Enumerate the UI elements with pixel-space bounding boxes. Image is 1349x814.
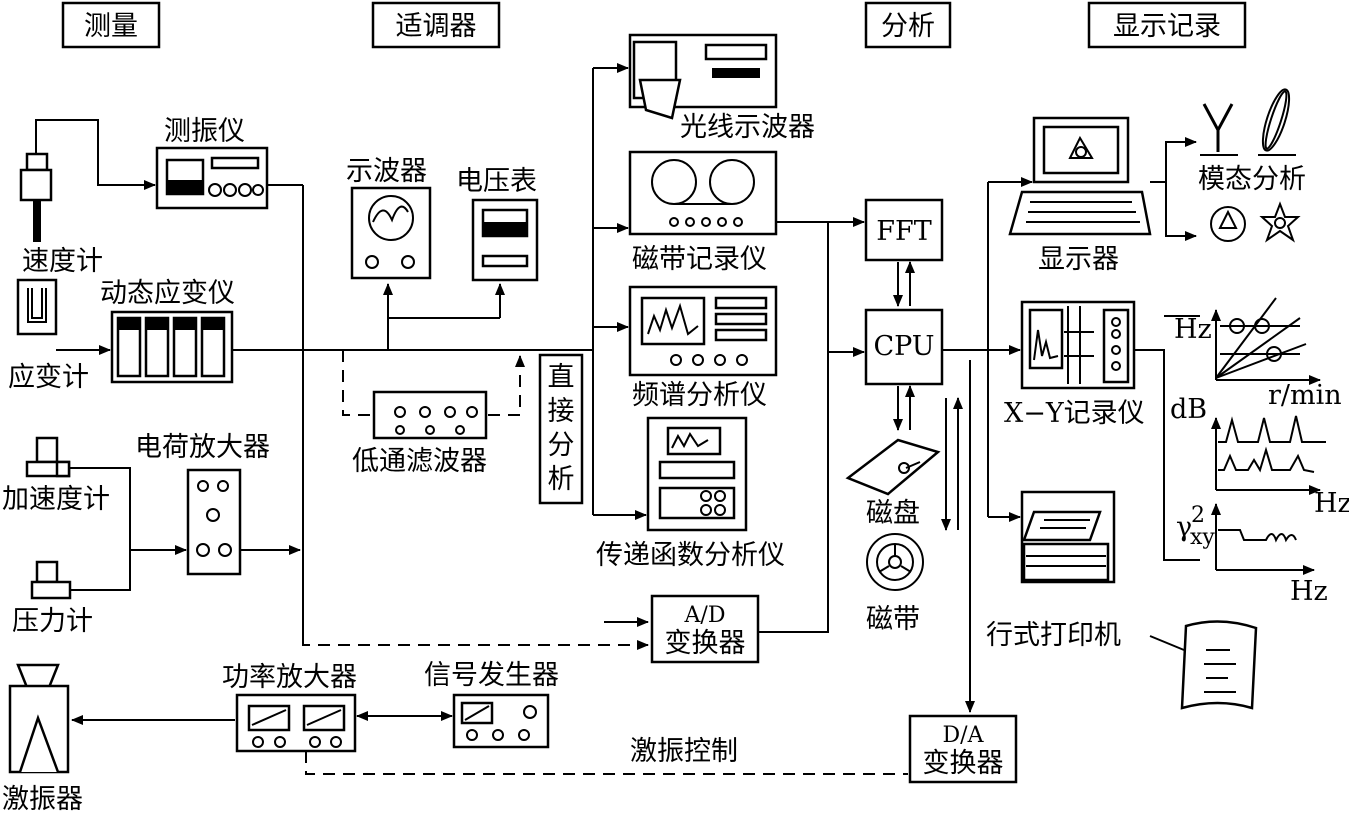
coherence-plot bbox=[1211, 503, 1315, 575]
strain-gauge-icon bbox=[16, 278, 58, 336]
header-measure: 测量 bbox=[61, 1, 161, 49]
signal-gen-label: 信号发生器 bbox=[424, 660, 559, 691]
pressure-gauge-icon bbox=[30, 560, 72, 600]
velocity-meter-label: 速度计 bbox=[22, 246, 103, 277]
display-monitor-icon bbox=[1008, 116, 1152, 236]
plot3-y-sub: xy bbox=[1190, 525, 1215, 550]
svg-text:变换器: 变换器 bbox=[923, 748, 1004, 779]
charge-amp-icon bbox=[186, 468, 242, 576]
modal-triangle-icon bbox=[1210, 206, 1246, 242]
svg-text:D/A: D/A bbox=[943, 723, 985, 748]
voltmeter-label: 电压表 bbox=[456, 166, 537, 197]
svg-text:析: 析 bbox=[548, 464, 575, 495]
xy-recorder-icon bbox=[1020, 300, 1136, 390]
pressure-gauge-label: 压力计 bbox=[12, 606, 93, 637]
tape-reel-icon bbox=[866, 533, 924, 591]
svg-text:变换器: 变换器 bbox=[665, 628, 746, 659]
exciter-label: 激振器 bbox=[2, 784, 83, 814]
plot2-y-label: dB bbox=[1170, 394, 1207, 425]
vibrometer-label: 测振仪 bbox=[164, 116, 245, 147]
excite-control-label: 激振控制 bbox=[630, 736, 738, 767]
signal-gen-icon bbox=[452, 693, 550, 749]
svg-text:显示记录: 显示记录 bbox=[1113, 11, 1221, 42]
response-plot bbox=[1211, 415, 1326, 495]
oscilloscope-label: 示波器 bbox=[346, 156, 427, 187]
plot3-y-sup: 2 bbox=[1191, 503, 1205, 528]
svg-text:CPU: CPU bbox=[873, 331, 934, 362]
display-label: 显示器 bbox=[1038, 244, 1119, 275]
modal-star-icon bbox=[1259, 201, 1301, 243]
svg-text:分: 分 bbox=[548, 430, 575, 461]
oscilloscope-icon bbox=[350, 186, 432, 280]
plot2-x-label: Hz bbox=[1314, 488, 1349, 519]
header-conditioner: 适调器 bbox=[371, 1, 501, 49]
svg-text:A/D: A/D bbox=[684, 603, 726, 628]
accelerometer-icon bbox=[25, 436, 71, 478]
header-display: 显示记录 bbox=[1087, 1, 1247, 49]
svg-text:分析: 分析 bbox=[881, 11, 935, 42]
spectrum-analyzer-icon bbox=[628, 285, 778, 377]
plot3-y-label: γ bbox=[1176, 512, 1192, 543]
printout-paper-icon bbox=[1180, 620, 1258, 710]
line-printer-label: 行式打印机 bbox=[986, 620, 1121, 651]
ad-converter-box: A/D 变换器 bbox=[650, 594, 760, 664]
plot1-y-label: Hz bbox=[1174, 314, 1212, 345]
svg-text:测量: 测量 bbox=[84, 11, 138, 42]
printout-leader-line bbox=[1149, 635, 1185, 651]
modal-shape-y-icon bbox=[1200, 103, 1238, 156]
cpu-box: CPU bbox=[864, 308, 944, 386]
svg-text:接: 接 bbox=[548, 396, 575, 427]
header-analysis: 分析 bbox=[864, 1, 952, 49]
power-amp-icon bbox=[235, 693, 357, 753]
power-amp-label: 功率放大器 bbox=[222, 662, 357, 693]
dynamic-strain-icon bbox=[110, 310, 234, 384]
accelerometer-label: 加速度计 bbox=[2, 484, 110, 515]
tape-label: 磁带 bbox=[866, 604, 920, 635]
charge-amp-label: 电荷放大器 bbox=[135, 432, 270, 463]
plot3-x-label: Hz bbox=[1290, 576, 1328, 607]
plot1-x-label: r/min bbox=[1268, 380, 1342, 411]
light-oscilloscope-icon bbox=[628, 33, 778, 120]
dynamic-strain-label: 动态应变仪 bbox=[100, 278, 235, 309]
modal-shape-ellipse-icon bbox=[1258, 88, 1296, 156]
modal-analysis-label: 模态分析 bbox=[1198, 164, 1306, 195]
xy-recorder-label: X−Y记录仪 bbox=[1004, 398, 1145, 429]
svg-text:适调器: 适调器 bbox=[396, 11, 477, 42]
voltmeter-icon bbox=[471, 198, 539, 282]
connection-lines bbox=[35, 63, 1200, 775]
transfer-analyzer-icon bbox=[646, 416, 748, 532]
fft-box: FFT bbox=[864, 198, 944, 262]
spectrum-analyzer-label: 频谱分析仪 bbox=[632, 380, 767, 411]
disk-icon bbox=[845, 438, 941, 496]
strain-gauge-label: 应变计 bbox=[8, 362, 89, 393]
direct-analysis-box: 直 接 分 析 bbox=[538, 353, 584, 505]
velocity-meter-icon bbox=[19, 152, 53, 242]
tape-recorder-icon bbox=[628, 150, 778, 236]
svg-text:FFT: FFT bbox=[876, 216, 931, 247]
transfer-analyzer-label: 传递函数分析仪 bbox=[596, 540, 785, 571]
vibrometer-icon bbox=[155, 146, 269, 210]
da-converter-box: D/A 变换器 bbox=[908, 714, 1018, 784]
lowpass-filter-icon bbox=[372, 390, 488, 440]
disk-label: 磁盘 bbox=[866, 498, 920, 529]
tape-recorder-label: 磁带记录仪 bbox=[632, 244, 767, 275]
lowpass-filter-label: 低通滤波器 bbox=[352, 446, 487, 477]
light-oscilloscope-label: 光线示波器 bbox=[680, 112, 815, 143]
svg-text:直: 直 bbox=[548, 362, 575, 393]
line-printer-icon bbox=[1020, 490, 1116, 584]
campbell-plot bbox=[1211, 297, 1321, 385]
exciter-icon bbox=[8, 663, 70, 774]
